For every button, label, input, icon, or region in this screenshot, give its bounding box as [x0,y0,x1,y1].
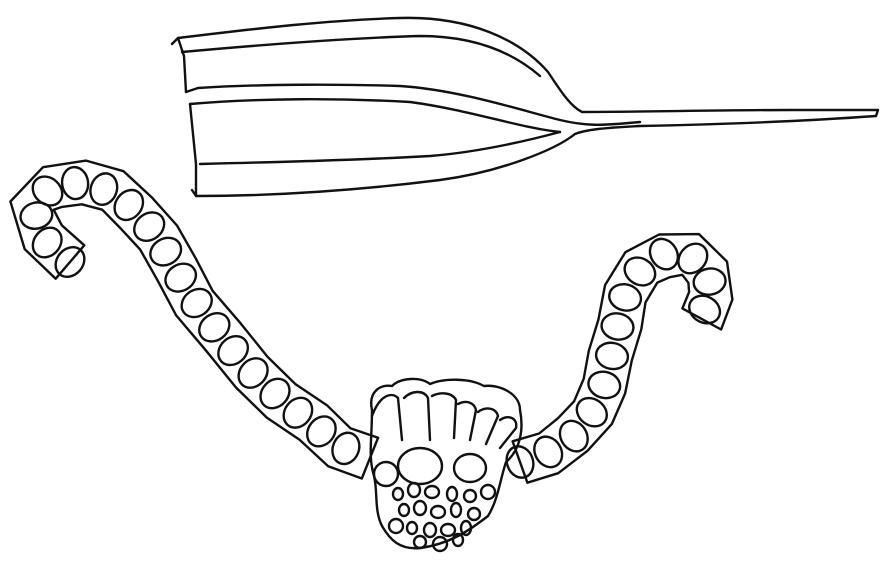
xylem-cell [425,486,439,498]
leaf-base-left [178,38,196,196]
xylem-cell [414,536,426,548]
epidermal-cell [594,340,630,371]
xylem-cell [424,523,436,537]
epidermal-cell [672,238,713,279]
epidermal-cell [684,290,725,328]
bundle-cap-cells [372,392,516,448]
epidermal-cell [278,392,318,433]
epidermal-cells [18,166,728,482]
xylem-cell [451,503,461,517]
epidermal-cell [585,368,623,401]
xylem-cell [399,504,409,516]
xylem-cell [447,487,457,501]
leaf-inner-line-bottom [200,132,560,164]
xylem-cell [389,519,403,533]
leaf-cross-section [10,161,732,551]
epidermal-cell [233,352,274,393]
epidermal-cell [599,311,635,342]
epidermal-cell [529,431,568,472]
xylem-cell [408,483,420,497]
xylem-cell [468,508,480,520]
epidermal-cell [129,207,170,247]
xylem-cell [464,490,476,502]
epidermal-cell [194,307,235,347]
leaf-outline [172,18,878,196]
xylem-cell [441,524,455,536]
xylem-cell [393,488,403,500]
xylem-cell [481,485,495,499]
epidermal-cell [60,166,90,201]
vascular-bundle [371,379,522,548]
bundle-cell [454,454,486,482]
xylem-cells [389,483,495,551]
bundle-large-cell [398,448,442,484]
leaf-inner-line-top [182,36,540,76]
xylem-cell [414,501,426,515]
xylem-cell [407,522,417,534]
bundle-cell [374,462,398,486]
xylem-cell [431,506,445,518]
